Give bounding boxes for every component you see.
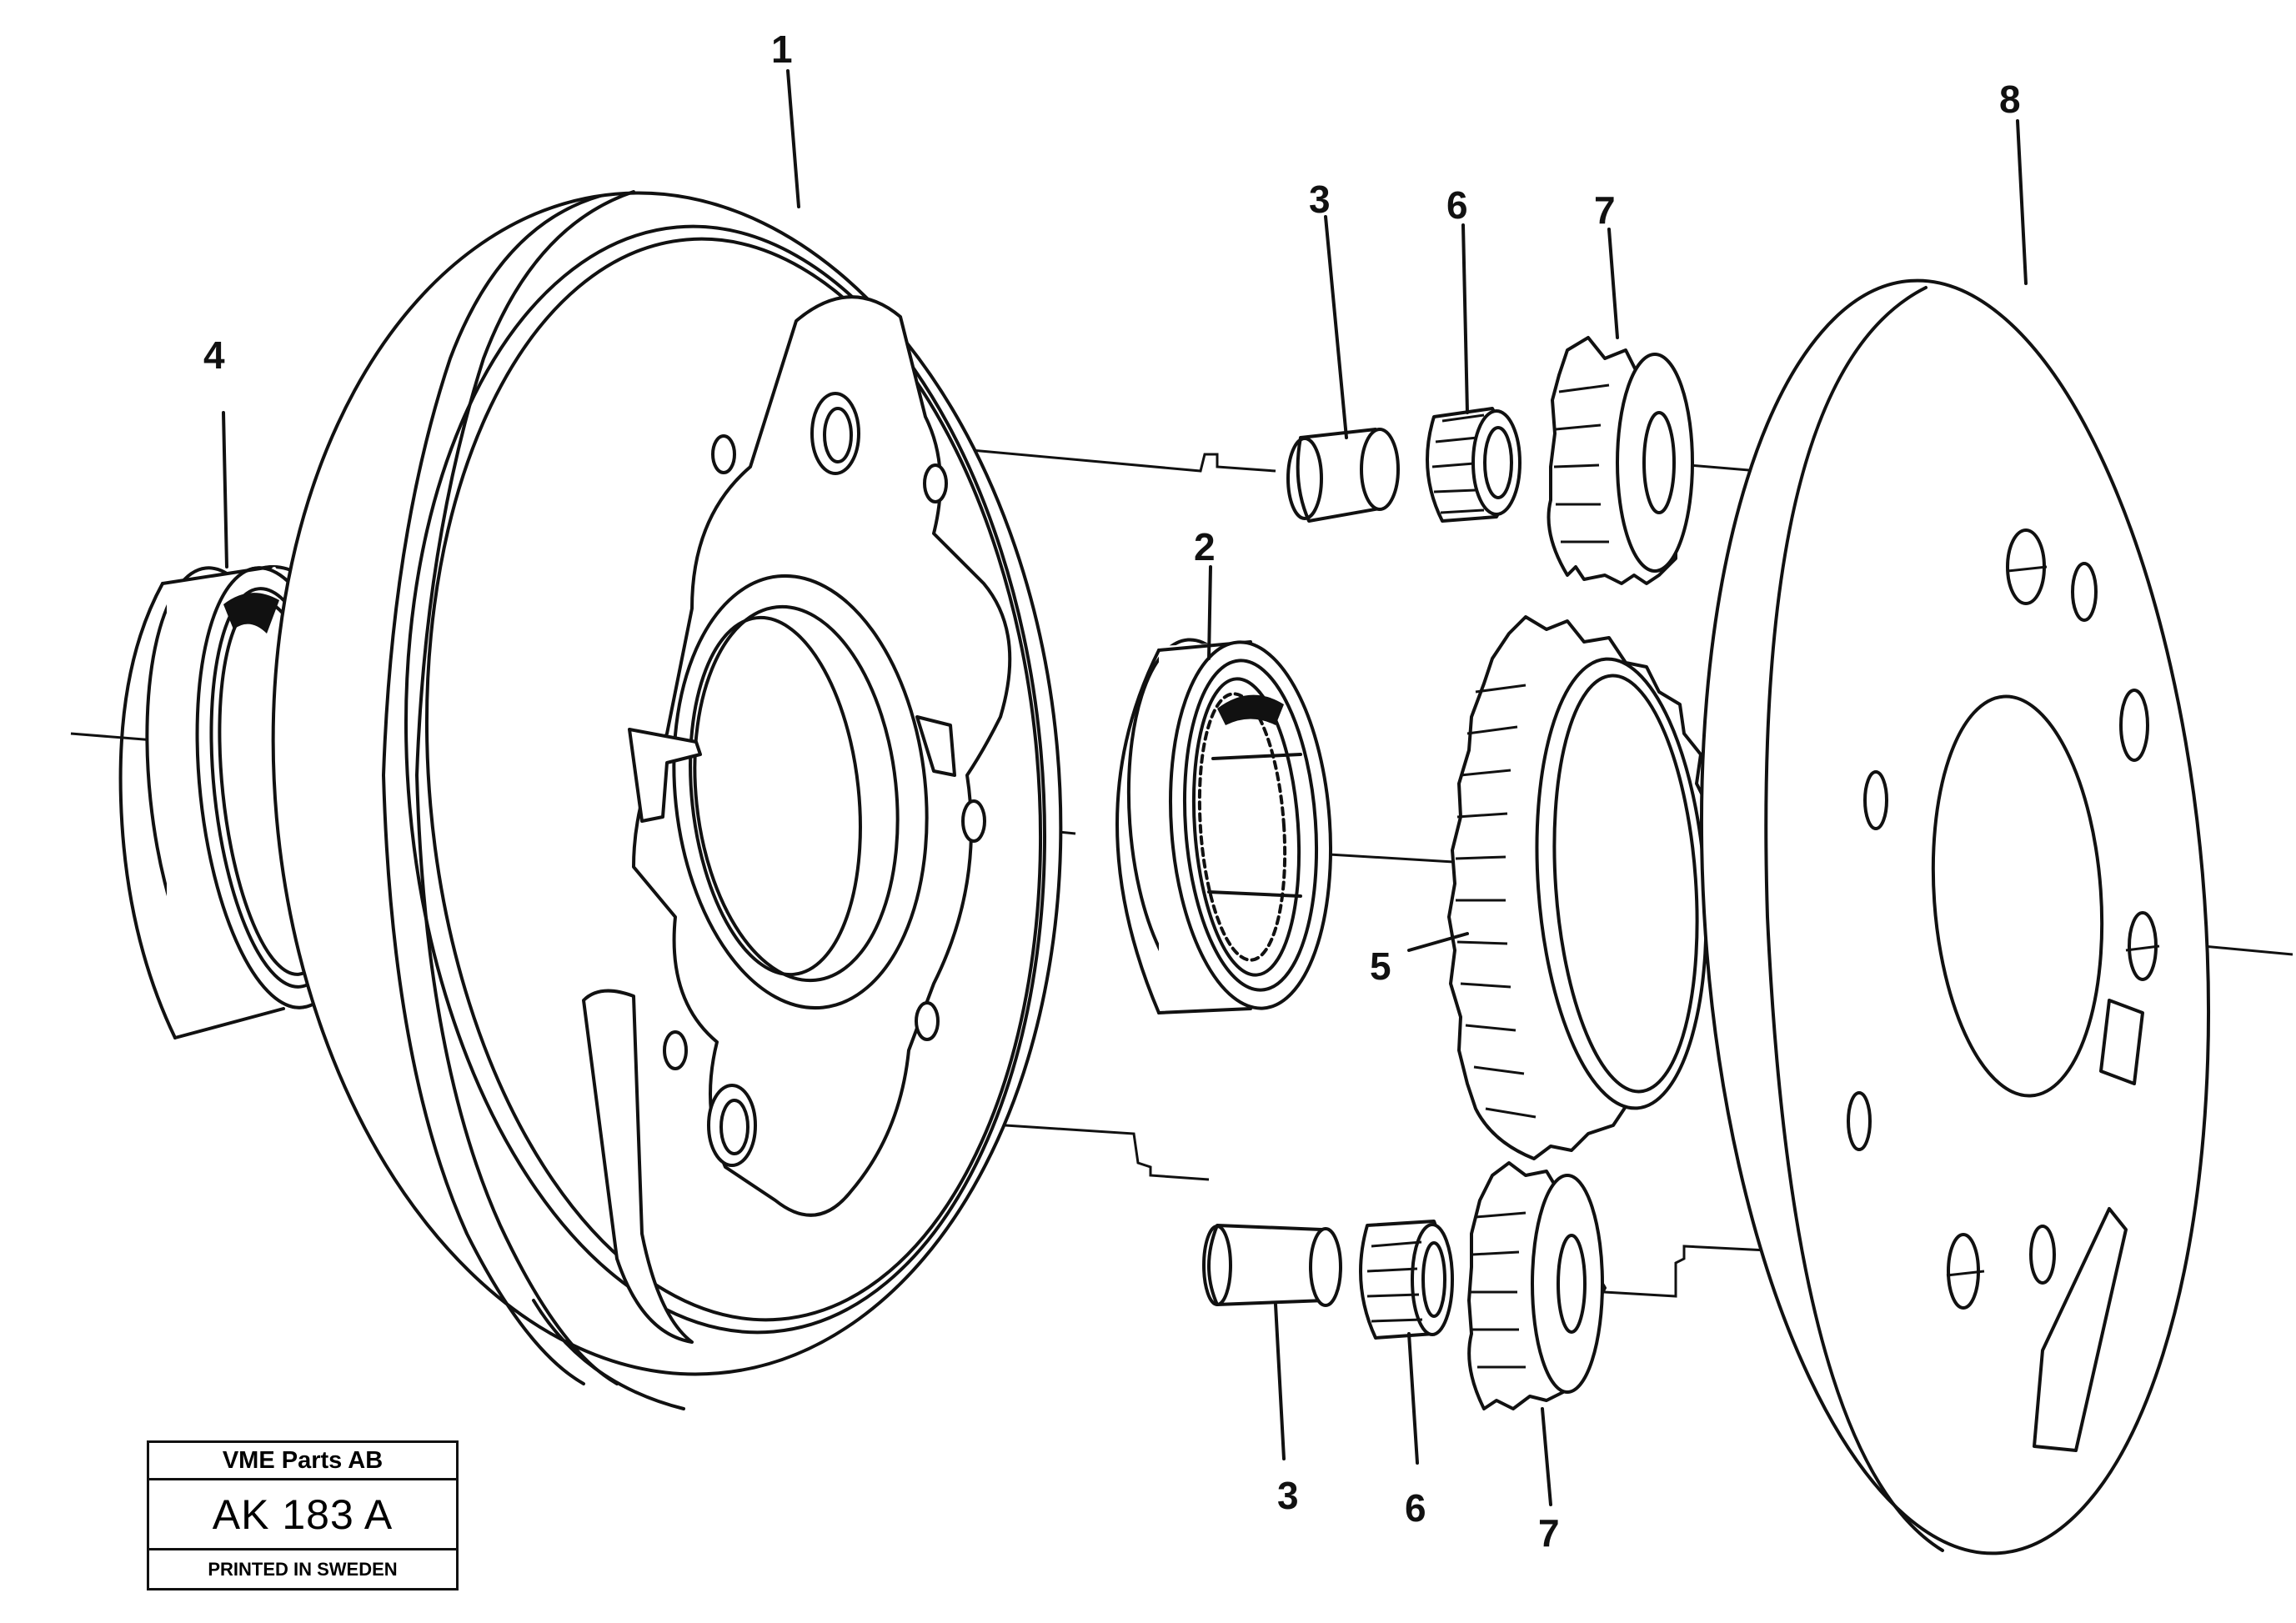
company-name: VME Parts AB (149, 1443, 456, 1480)
printed-in-label: PRINTED IN SWEDEN (208, 1558, 398, 1580)
callout-6-upper: 6 (1446, 183, 1468, 227)
planet-carrier-housing-part-1 (271, 190, 1063, 1410)
callout-3-lower: 3 (1277, 1474, 1299, 1517)
callout-5: 5 (1370, 944, 1391, 988)
pin-part-3-lower (1202, 1224, 1342, 1307)
callout-7-upper: 7 (1594, 188, 1616, 232)
callout-labels: 1 2 3 3 4 5 6 6 7 7 8 (203, 28, 2021, 1555)
planet-gear-part-7-lower (1467, 1161, 1607, 1410)
cover-plate-part-8 (1700, 278, 2210, 1555)
callout-3-upper: 3 (1309, 178, 1331, 221)
leader-lines (222, 69, 2028, 1506)
drawing-number: AK 183 A (149, 1480, 456, 1550)
callout-2: 2 (1194, 525, 1216, 569)
needle-bearing-part-6-upper (1426, 407, 1521, 523)
title-block: VME Parts AB AK 183 A PRINTED IN SWEDEN (147, 1440, 459, 1590)
callout-1: 1 (771, 28, 793, 71)
pin-part-3-upper (1286, 428, 1400, 523)
planet-gear-part-7-upper (1547, 336, 1694, 585)
callout-8: 8 (1999, 78, 2021, 121)
ring-gear-part-5 (1447, 615, 1712, 1160)
roller-bearing-part-2 (1115, 638, 1333, 1014)
needle-bearing-part-6-lower (1359, 1220, 1454, 1340)
callout-7-lower: 7 (1538, 1511, 1560, 1555)
callout-4: 4 (203, 333, 225, 377)
callout-6-lower: 6 (1405, 1486, 1426, 1530)
